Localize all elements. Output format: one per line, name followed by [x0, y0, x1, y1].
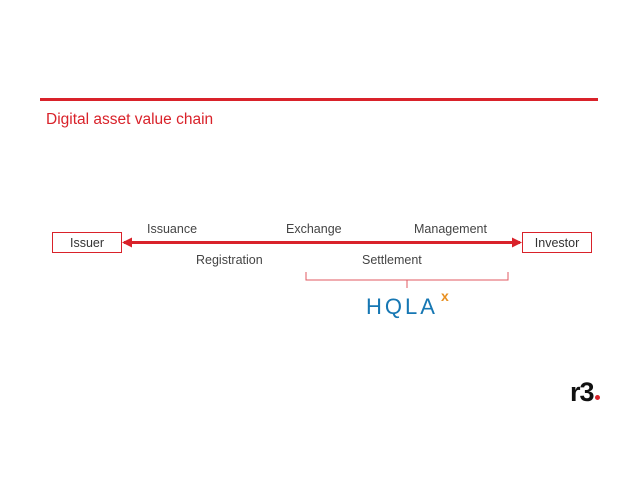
- hqla-logo: HQLA: [366, 294, 438, 319]
- issuer-box: Issuer: [52, 232, 122, 253]
- stage-issuance: Issuance: [147, 222, 198, 236]
- stage-management: Management: [414, 222, 487, 236]
- stage-settlement: Settlement: [362, 253, 422, 267]
- r3-logo-dot: [595, 395, 600, 400]
- slide-title: Digital asset value chain: [46, 111, 214, 128]
- top-rule: [40, 98, 598, 101]
- hqla-logo-x: x: [441, 288, 449, 304]
- stage-registration: Registration: [196, 253, 263, 267]
- investor-box: Investor: [522, 232, 592, 253]
- stage-exchange: Exchange: [286, 222, 342, 236]
- settlement-bracket: [305, 272, 509, 288]
- r3-logo: r3: [570, 377, 595, 407]
